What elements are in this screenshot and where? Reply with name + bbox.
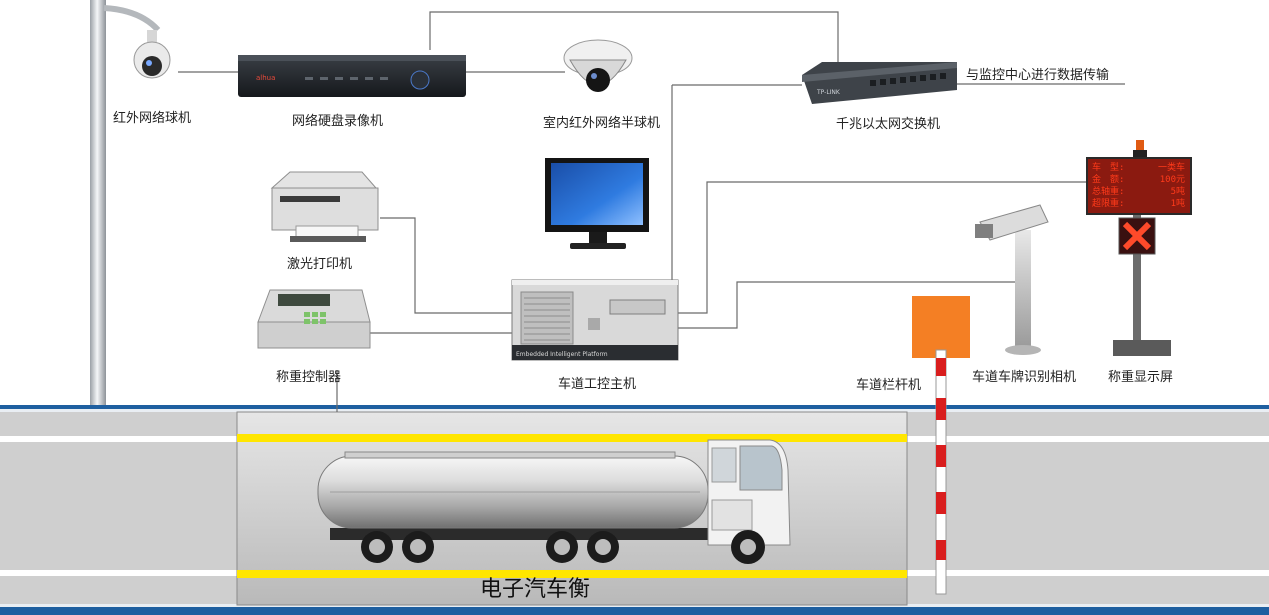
pole-ir-dome [90,0,171,405]
display-value: 100元 [1159,175,1185,185]
nvr-brand: alhua [256,74,275,82]
display-key: 总轴重: [1092,187,1125,197]
tanker-truck [317,439,791,564]
weighing-controller [257,289,371,349]
label-controller: 称重控制器 [276,370,342,385]
label-weigh-display: 称重显示屏 [1108,370,1174,385]
label-switch-note: 与监控中心进行数据传输 [966,68,1110,83]
display-value: 1吨 [1170,199,1185,209]
label-indoor-dome: 室内红外网络半球机 [543,116,661,131]
weighing-display [1086,140,1192,356]
wiring [178,11,1125,412]
label-ir-dome: 红外网络球机 [113,111,192,126]
lane-industrial-pc: Embedded Intelligent Platform [511,279,679,361]
display-key: 金 额: [1092,175,1125,185]
display-key: 超限重: [1092,199,1125,209]
switch-brand: TP-LINK [816,89,841,96]
display-key: 车 型: [1092,163,1125,173]
display-value: 5吨 [1170,187,1185,197]
display-row: 金 额: 100元 [1091,174,1187,186]
label-printer: 激光打印机 [287,257,353,272]
host-caption: Embedded Intelligent Platform [516,351,608,358]
display-row: 车 型: 一类车 [1091,162,1187,174]
label-truck-scale: 电子汽车衡 [480,577,591,602]
label-lpr-camera: 车道车牌识别相机 [972,370,1077,385]
display-text: 车 型: 一类车 金 额: 100元 总轴重: 5吨 超限重: 1吨 [1091,162,1187,212]
barrier-gate [912,296,970,595]
display-value: 一类车 [1157,163,1185,173]
laser-printer [270,171,379,242]
lpr-camera [975,204,1049,355]
display-row: 超限重: 1吨 [1091,198,1187,210]
network-switch: TP-LINK [802,62,957,104]
display-row: 总轴重: 5吨 [1091,186,1187,198]
label-nvr: 网络硬盘录像机 [292,114,384,129]
indoor-dome-camera [563,39,633,92]
monitor [545,158,649,249]
label-switch: 千兆以太网交换机 [836,117,941,132]
label-barrier: 车道栏杆机 [856,378,922,393]
label-lane-host: 车道工控主机 [558,377,637,392]
nvr-device: alhua [238,55,466,97]
